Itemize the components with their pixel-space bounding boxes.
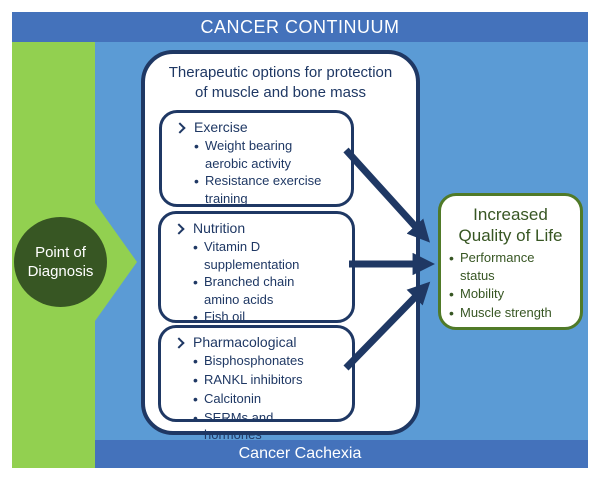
pharmacological-box: Pharmacological Bisphosphonates RANKL in… — [158, 325, 355, 442]
header-title: CANCER CONTINUUM — [200, 16, 400, 37]
arrow-bullet-icon — [174, 121, 186, 134]
list-item: Resistance exercise training — [194, 172, 345, 207]
nutrition-box: Nutrition Vitamin D supplementation Bran… — [158, 211, 355, 324]
bullet-text: Weight bearing aerobic activity — [205, 138, 293, 171]
therapeutic-options-panel: Therapeutic options for protection of mu… — [141, 50, 420, 442]
exercise-box: Exercise Weight bearing aerobic activity… — [159, 110, 354, 207]
bullet-text: Mobility — [460, 285, 505, 301]
footer-label-wrap: Cancer Cachexia — [12, 440, 588, 468]
bullet-text: Muscle strength — [460, 305, 552, 321]
bullet-text: SERMs and hormones — [204, 409, 274, 443]
list-item: Performance status — [449, 249, 580, 285]
header-bar: CANCER CONTINUUM — [12, 12, 588, 42]
bullet-text: RANKL inhibitors — [204, 371, 303, 387]
footer-label: Cancer Cachexia — [238, 445, 362, 462]
bullet-text: Resistance exercise training — [205, 173, 322, 206]
bullet-icon — [193, 371, 204, 390]
quality-of-life-box: Increased Quality of Life Performance st… — [438, 193, 583, 330]
list-item: Vitamin D supplementation — [193, 238, 346, 273]
exercise-label: Exercise — [194, 119, 248, 135]
bullet-icon — [193, 390, 204, 409]
bullet-icon — [193, 238, 204, 273]
nutrition-label: Nutrition — [193, 220, 246, 236]
bullet-icon — [193, 273, 204, 308]
list-item: Weight bearing aerobic activity — [194, 137, 345, 172]
list-item: Muscle strength — [449, 304, 580, 324]
exercise-bullet-list: Weight bearing aerobic activity Resistan… — [194, 137, 345, 207]
list-item: Calcitonin — [193, 390, 346, 409]
bullet-icon — [194, 172, 205, 207]
bullet-icon — [449, 249, 460, 285]
bullet-icon — [193, 352, 204, 371]
bullet-text: Calcitonin — [204, 390, 262, 406]
bullet-text: Performance status — [460, 249, 535, 283]
point-of-diagnosis-label: Point of Diagnosis — [27, 243, 94, 281]
bullet-text: Fish oil — [204, 309, 246, 325]
bullet-text: Branched chain amino acids — [204, 274, 295, 307]
quality-of-life-bullet-list: Performance status Mobility Muscle stren… — [449, 249, 580, 325]
nutrition-header: Nutrition — [173, 220, 346, 236]
point-of-diagnosis-node: Point of Diagnosis — [14, 217, 107, 307]
quality-of-life-title: Increased Quality of Life — [458, 205, 563, 246]
pharmacological-header: Pharmacological — [173, 334, 346, 350]
bullet-text: Bisphosphonates — [204, 353, 304, 368]
list-item: Fish oil — [193, 308, 346, 327]
arrow-bullet-icon — [173, 336, 185, 349]
bullet-icon — [449, 285, 460, 305]
bullet-icon — [193, 409, 204, 444]
bullet-text: Vitamin D supplementation — [204, 239, 300, 272]
bullet-icon — [449, 304, 460, 324]
list-item: Branched chain amino acids — [193, 273, 346, 308]
bullet-icon — [194, 137, 205, 172]
panel-title: Therapeutic options for protection of mu… — [168, 64, 393, 102]
exercise-header: Exercise — [174, 119, 345, 135]
list-item: RANKL inhibitors — [193, 371, 346, 390]
pharmacological-bullet-list: Bisphosphonates RANKL inhibitors Calcito… — [193, 352, 346, 444]
nutrition-bullet-list: Vitamin D supplementation Branched chain… — [193, 238, 346, 327]
footer-bar — [95, 440, 588, 468]
pharmacological-label: Pharmacological — [193, 334, 297, 350]
arrow-bullet-icon — [173, 222, 185, 235]
list-item: Bisphosphonates — [193, 352, 346, 371]
list-item: Mobility — [449, 285, 580, 305]
list-item: SERMs and hormones — [193, 409, 346, 444]
